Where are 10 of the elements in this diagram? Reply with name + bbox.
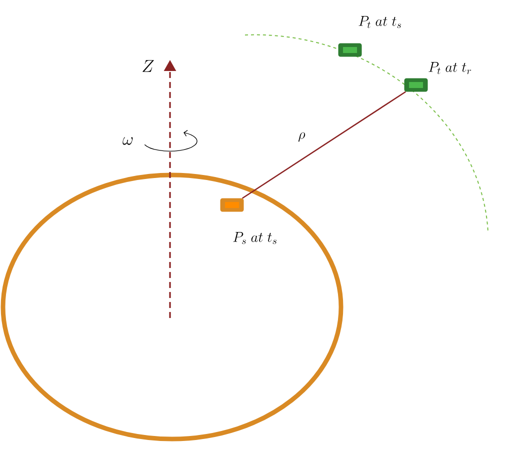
node-caption: $P_t\;at\;t_s$ [358, 16, 401, 28]
edge-label: $\rho$ [298, 132, 306, 142]
axis-label: $\omega$ [122, 137, 133, 145]
connector-line [242, 91, 406, 199]
node-caption: $P_t\;at\;t_r$ [428, 62, 472, 74]
antenna-box [404, 78, 428, 92]
node-caption: $P_s\;at\;t_s$ [233, 232, 276, 244]
antenna-box [220, 198, 244, 212]
axis-label: $Z$ [142, 60, 154, 72]
antenna-box [338, 43, 362, 57]
